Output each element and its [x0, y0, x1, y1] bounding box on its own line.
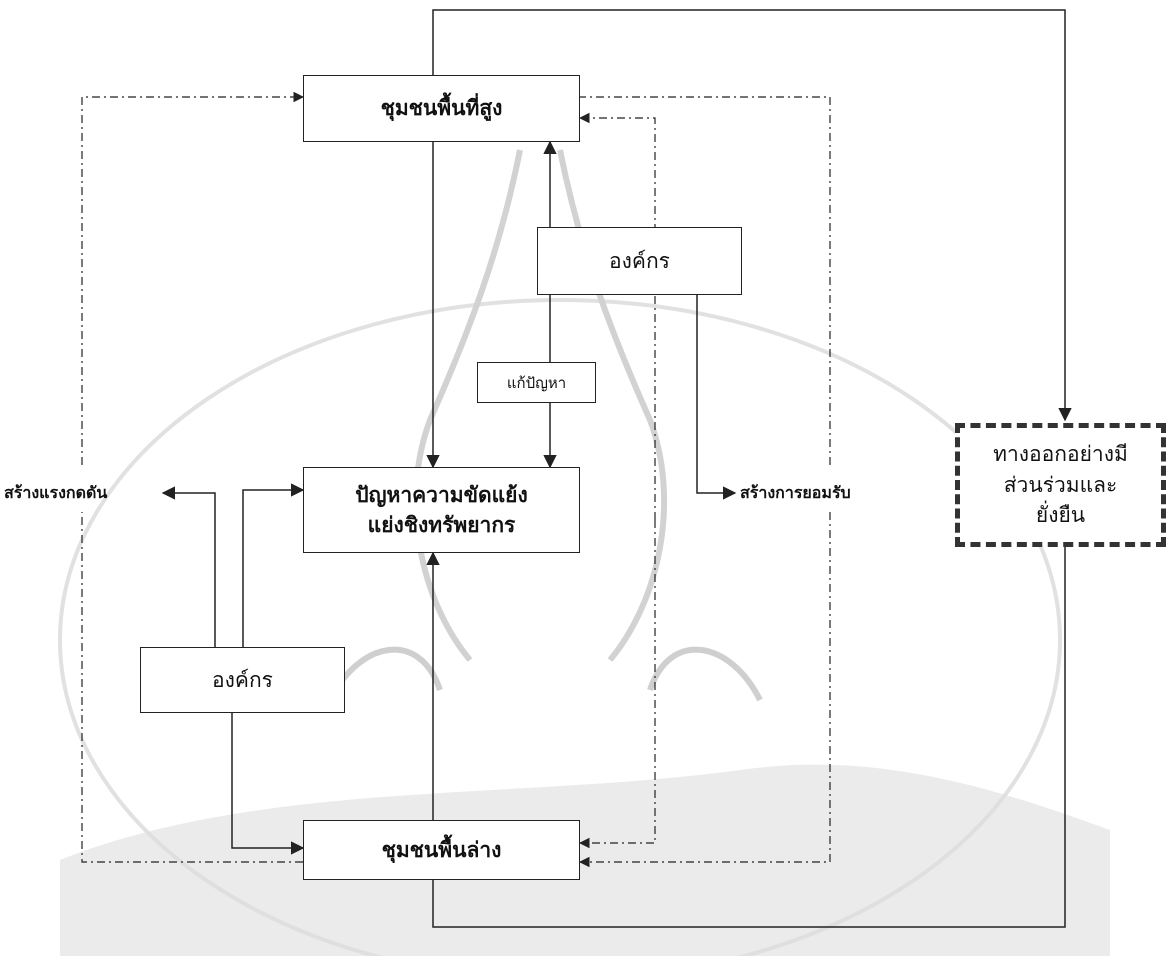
solve-problem-label: แก้ปัญหา: [506, 373, 567, 392]
edge-orgleft-to-conflict: [242, 483, 305, 647]
edge-orgtop-to-acceptance: [696, 295, 737, 500]
edge-inner-to-upland: [578, 112, 656, 520]
outcome-label-line2: ส่วนร่วมและ: [1003, 472, 1118, 497]
edge-orgleft-to-lowland: [231, 713, 305, 855]
lowland-community-label: ชุมชนพื้นล่าง: [381, 837, 502, 862]
organization-left-box: องค์กร: [140, 647, 345, 713]
organization-left-label: องค์กร: [212, 667, 273, 692]
acceptance-label: สร้างการยอมรับ: [740, 483, 851, 502]
edge-acceptance-to-lowland-outer: [578, 512, 831, 868]
outcome-label-line1: ทางออกอย่างมี: [993, 442, 1128, 467]
outcome-label-line3: ยั่งยืน: [1035, 503, 1086, 528]
edge-pressure-from-lowland: [81, 512, 303, 863]
edge-lowland-to-outcome: [432, 468, 1072, 928]
edge-upland-to-outcome: [432, 9, 1072, 422]
sustainable-outcome-box: ทางออกอย่างมี ส่วนร่วมและ ยั่งยืน: [955, 423, 1166, 547]
conflict-box: ปัญหาความขัดแย้ง แย่งชิงทรัพยากร: [303, 467, 580, 553]
edge-inner-to-lowland: [578, 520, 656, 849]
upland-community-box: ชุมชนพื้นที่สูง: [303, 75, 580, 142]
solve-problem-box: แก้ปัญหา: [477, 362, 596, 403]
edge-orgleft-to-pressure: [161, 486, 216, 647]
conflict-label-line2: แย่งชิงทรัพยากร: [367, 513, 516, 537]
pressure-label: สร้างแรงกดดัน: [4, 483, 108, 502]
upland-community-label: ชุมชนพื้นที่สูง: [380, 96, 503, 120]
lowland-community-box: ชุมชนพื้นล่าง: [303, 820, 580, 880]
edge-acceptance-to-upland-outer: [580, 96, 831, 465]
conflict-label-line1: ปัญหาความขัดแย้ง: [355, 482, 528, 507]
organization-top-label: องค์กร: [609, 248, 670, 273]
edge-pressure-to-upland: [81, 91, 305, 465]
organization-top-box: องค์กร: [537, 227, 742, 295]
